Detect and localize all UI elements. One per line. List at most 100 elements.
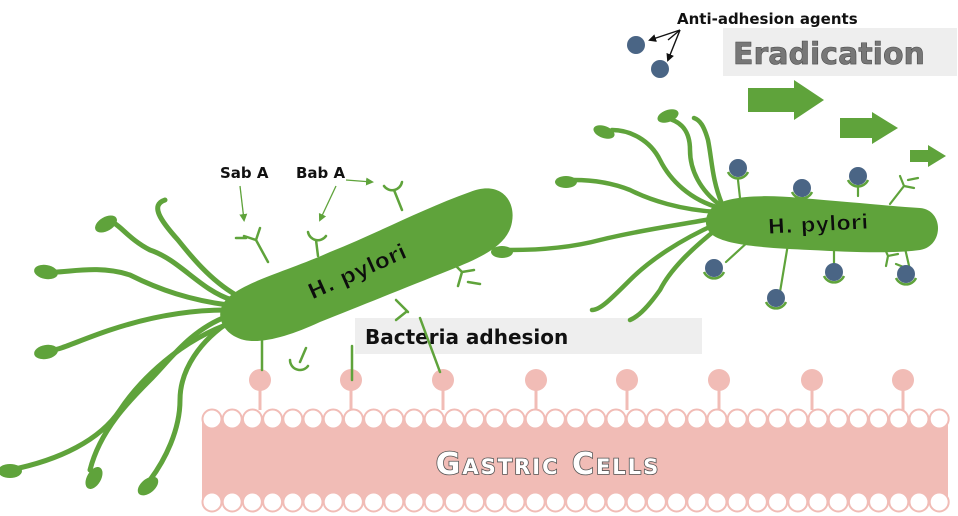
membrane-bubble — [746, 491, 768, 513]
receptor-head — [708, 369, 730, 391]
eradication-box: Eradication — [723, 28, 957, 76]
membrane-bubble — [746, 408, 768, 430]
membrane-bubble — [787, 408, 809, 430]
eradication-label: Eradication — [733, 37, 925, 72]
bab-a-label: Bab A — [296, 164, 346, 182]
receptor-head — [525, 369, 547, 391]
membrane-bubble — [403, 408, 425, 430]
membrane-bubble — [767, 491, 789, 513]
bound-agent — [897, 265, 915, 283]
membrane-bubble — [464, 491, 486, 513]
membrane-bubble — [383, 491, 405, 513]
adhesin-cup — [894, 277, 918, 286]
membrane-bubble — [221, 491, 243, 513]
membrane-bubble — [342, 491, 364, 513]
membrane-bubble — [666, 408, 688, 430]
membrane-bubble — [565, 491, 587, 513]
cell-membrane-top — [201, 408, 950, 430]
membrane-bubble — [585, 491, 607, 513]
gastric-cells: Gastric Cells — [201, 408, 950, 513]
receptor-head — [432, 369, 454, 391]
membrane-bubble — [221, 408, 243, 430]
bound-agent — [849, 167, 867, 185]
bound-agent — [825, 263, 843, 281]
adhesin-cup — [846, 179, 870, 188]
membrane-bubble — [241, 408, 263, 430]
membrane-bubble — [868, 491, 890, 513]
membrane-bubble — [686, 491, 708, 513]
receptor-head — [616, 369, 638, 391]
free-agent-2 — [651, 60, 669, 78]
membrane-bubble — [363, 408, 385, 430]
membrane-bubble — [282, 408, 304, 430]
bacteria-adhesion-box: Bacteria adhesion — [355, 318, 702, 354]
bacterium-body-left — [220, 188, 513, 342]
membrane-bubble — [544, 408, 566, 430]
bacterium-label-right: H. pylori — [767, 210, 869, 239]
bound-agent — [793, 179, 811, 197]
anti-adhesion-callout: Anti-adhesion agents — [627, 10, 858, 78]
anti-adhesion-label: Anti-adhesion agents — [677, 10, 858, 28]
membrane-bubble — [544, 491, 566, 513]
cell-receptors — [249, 369, 914, 410]
bound-anti-adhesion-agents — [702, 159, 918, 310]
membrane-bubble — [383, 408, 405, 430]
receptor-head — [249, 369, 271, 391]
membrane-bubble — [322, 408, 344, 430]
bacterium-body-right — [705, 196, 938, 253]
membrane-bubble — [706, 491, 728, 513]
membrane-bubble — [484, 491, 506, 513]
membrane-bubble — [908, 408, 930, 430]
bound-agent — [729, 159, 747, 177]
membrane-bubble — [464, 408, 486, 430]
bacteria-adhesion-label: Bacteria adhesion — [365, 325, 568, 349]
membrane-bubble — [686, 408, 708, 430]
membrane-bubble — [827, 408, 849, 430]
gastric-cells-label: Gastric Cells — [436, 447, 660, 482]
flagella-right — [507, 115, 725, 323]
membrane-bubble — [767, 408, 789, 430]
membrane-bubble — [888, 408, 910, 430]
membrane-bubble — [645, 408, 667, 430]
membrane-bubble — [423, 408, 445, 430]
adhesin-cup — [822, 275, 846, 284]
membrane-bubble — [322, 491, 344, 513]
membrane-bubble — [625, 408, 647, 430]
membrane-bubble — [726, 408, 748, 430]
membrane-bubble — [726, 491, 748, 513]
membrane-bubble — [807, 491, 829, 513]
membrane-bubble — [443, 491, 465, 513]
membrane-bubble — [201, 408, 223, 430]
arrow-large-icon — [748, 80, 824, 120]
membrane-bubble — [666, 491, 688, 513]
arrow-small-icon — [910, 145, 946, 167]
bound-agent — [705, 259, 723, 277]
free-agent-1 — [627, 36, 645, 54]
membrane-bubble — [302, 491, 324, 513]
membrane-bubble — [868, 408, 890, 430]
membrane-bubble — [201, 491, 223, 513]
membrane-bubble — [807, 408, 829, 430]
membrane-bubble — [484, 408, 506, 430]
adhesin-cup — [726, 171, 750, 180]
membrane-bubble — [282, 491, 304, 513]
membrane-bubble — [645, 491, 667, 513]
membrane-bubble — [262, 408, 284, 430]
adhesin-cup — [790, 191, 814, 200]
adhesin-cup — [702, 271, 726, 280]
arrow-medium-icon — [840, 112, 898, 144]
membrane-bubble — [403, 491, 425, 513]
membrane-bubble — [928, 491, 950, 513]
membrane-bubble — [565, 408, 587, 430]
membrane-bubble — [524, 408, 546, 430]
sab-a-label: Sab A — [220, 164, 269, 182]
membrane-bubble — [585, 408, 607, 430]
receptor-head — [801, 369, 823, 391]
membrane-bubble — [504, 491, 526, 513]
adhesin-cup — [764, 301, 788, 310]
adhesin-callouts: Sab A Bab A — [220, 164, 374, 222]
membrane-bubble — [625, 491, 647, 513]
membrane-bubble — [706, 408, 728, 430]
flagella-tips-right — [491, 109, 679, 258]
